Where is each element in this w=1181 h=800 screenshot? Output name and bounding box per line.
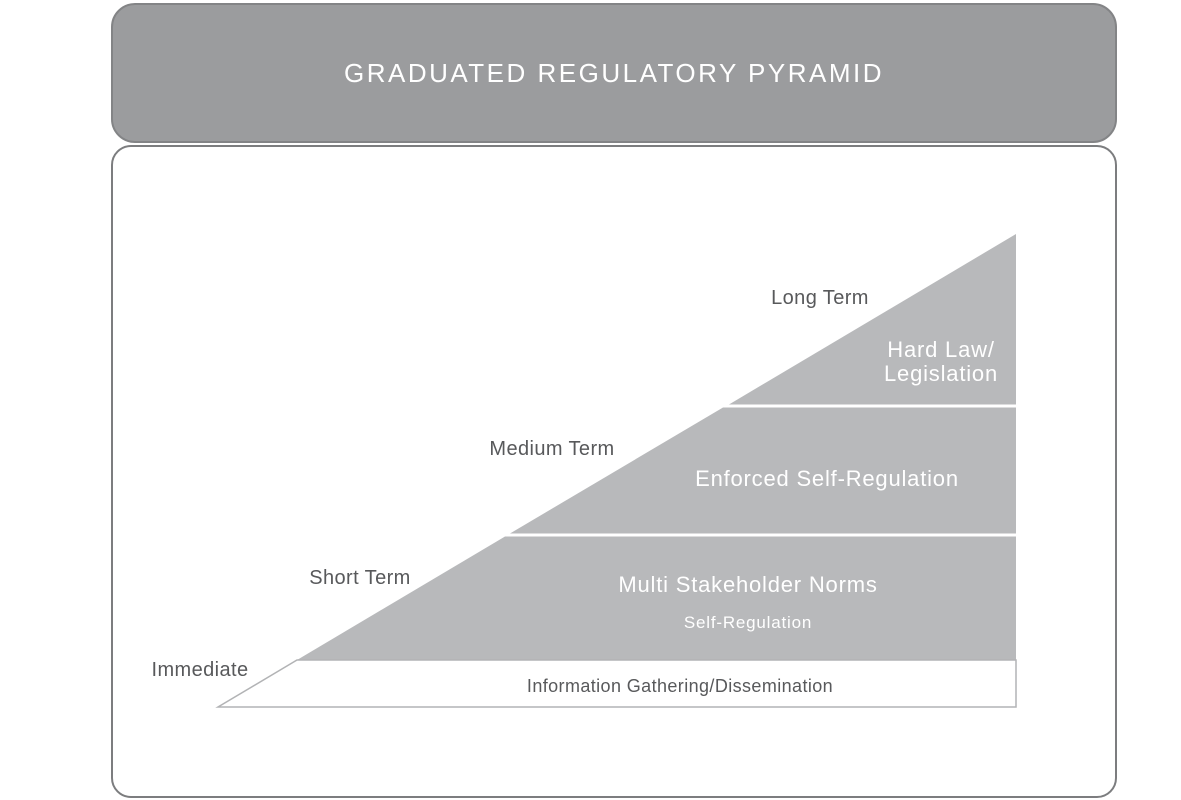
label-information-gathering: Information Gathering/Dissemination xyxy=(527,676,833,696)
label-multi-stakeholder-norms: Multi Stakeholder Norms xyxy=(618,572,877,597)
time-label-medium-term: Medium Term xyxy=(489,438,614,460)
layer-multi-stakeholder-norms-shape xyxy=(297,536,1016,660)
time-label-short-term: Short Term xyxy=(309,567,410,589)
time-label-long-term: Long Term xyxy=(771,287,869,309)
label-enforced-self-regulation: Enforced Self-Regulation xyxy=(695,466,959,491)
layer-enforced-self-regulation-shape xyxy=(510,407,1016,534)
layer-hard-law-shape xyxy=(729,234,1016,405)
title-banner: GRADUATED REGULATORY PYRAMID xyxy=(111,3,1117,143)
layer-information-gathering-shape xyxy=(215,659,1017,708)
label-self-regulation: Self-Regulation xyxy=(684,613,812,632)
time-label-immediate: Immediate xyxy=(152,659,249,681)
label-hard-law-line2: Legislation xyxy=(884,361,998,386)
diagram-title: GRADUATED REGULATORY PYRAMID xyxy=(343,57,885,88)
label-hard-law-line1: Hard Law/ xyxy=(887,337,995,362)
